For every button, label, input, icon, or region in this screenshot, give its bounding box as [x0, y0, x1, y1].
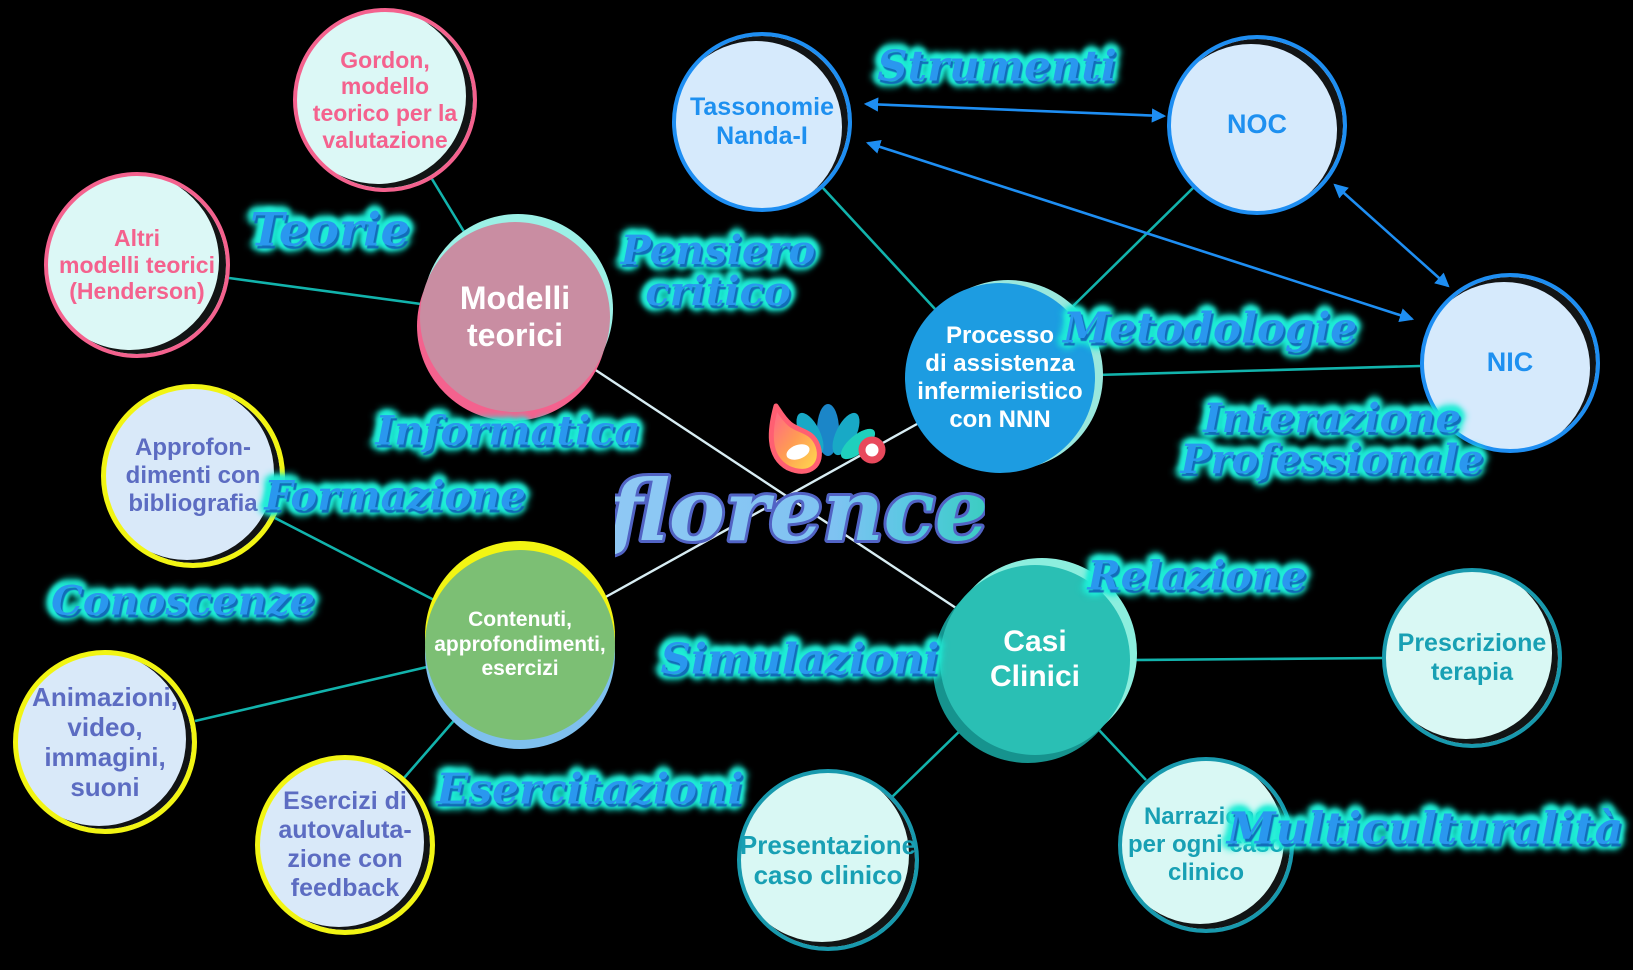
florence-logo: florence	[615, 398, 985, 563]
node-tassonomie-nanda: Tassonomie Nanda-I	[672, 32, 852, 212]
logo-text: florence	[615, 461, 985, 560]
edge-noc-nic	[1333, 183, 1450, 288]
node-esercizi-autovalutazione: Esercizi di autovaluta- zione con feedba…	[255, 755, 435, 935]
edge-altri-modelli-modelli-teorici	[228, 276, 422, 306]
node-label-contenuti: Contenuti, approfondimenti, esercizi	[434, 608, 606, 681]
node-label-prescrizione-terapia: Prescrizione terapia	[1397, 629, 1547, 686]
node-label-nic: NIC	[1486, 347, 1534, 378]
node-label-tassonomie-nanda: Tassonomie Nanda-I	[689, 93, 835, 150]
label-pensiero-critico: Pensiero critico	[620, 227, 816, 315]
node-animazioni: Animazioni, video, immagini, suoni	[13, 650, 197, 834]
edge-tassonomie-nanda-nic	[865, 139, 1415, 323]
node-altri-modelli: Altri modelli teorici (Henderson)	[44, 172, 230, 358]
edge-processo-nnn-nic	[1094, 364, 1421, 377]
node-presentazione-caso: Presentazione caso clinico	[737, 769, 919, 951]
node-label-esercizi-autovalutazione: Esercizi di autovaluta- zione con feedba…	[278, 787, 412, 902]
edge-modelli-teorici-casi-clinici	[593, 367, 957, 610]
node-label-approfondimenti: Approfon- dimenti con bibliografia	[125, 434, 261, 517]
label-metodologie: Metodologie	[1062, 303, 1358, 353]
node-modelli-teorici: Modelli teorici	[420, 222, 610, 412]
node-label-narrazione-caso: Narrazione per ogni caso clinico	[1127, 803, 1285, 886]
edge-esercizi-autovalutazione-contenuti	[403, 715, 459, 779]
node-label-casi-clinici: Casi Clinici	[989, 625, 1080, 693]
edge-animazioni-contenuti	[194, 665, 428, 723]
node-label-presentazione-caso: Presentazione caso clinico	[739, 829, 917, 890]
node-narrazione-caso: Narrazione per ogni caso clinico	[1118, 757, 1294, 933]
node-approfondimenti: Approfon- dimenti con bibliografia	[101, 384, 285, 568]
node-nic: NIC	[1420, 273, 1600, 453]
node-contenuti: Contenuti, approfondimenti, esercizi	[425, 550, 615, 740]
node-label-gordon: Gordon, modello teorico per la valutazio…	[312, 46, 458, 153]
label-simulazioni: Simulazioni	[660, 634, 940, 684]
node-casi-clinici: Casi Clinici	[940, 565, 1130, 755]
logo-wordmark: florence	[615, 458, 985, 563]
node-label-altri-modelli: Altri modelli teorici (Henderson)	[59, 224, 215, 305]
edge-approfondimenti-contenuti	[274, 516, 437, 603]
label-strumenti: Strumenti	[877, 41, 1117, 91]
node-prescrizione-terapia: Prescrizione terapia	[1382, 568, 1562, 748]
node-label-processo-nnn: Processo di assistenza infermieristico c…	[917, 322, 1083, 433]
edge-casi-clinici-narrazione-caso	[1098, 729, 1147, 781]
lotus-icon	[768, 403, 886, 474]
label-esercitazioni: Esercitazioni	[436, 764, 744, 814]
node-noc: NOC	[1167, 35, 1347, 215]
node-label-noc: NOC	[1227, 109, 1287, 140]
label-formazione: Formazione	[264, 472, 526, 520]
label-relazione: Relazione	[1087, 552, 1307, 600]
label-interazione-professionale: Interazione Professionale	[1180, 395, 1484, 483]
label-teorie: Teorie	[250, 202, 410, 257]
edge-casi-clinici-presentazione-caso	[891, 724, 967, 798]
label-conoscenze: Conoscenze	[51, 577, 315, 625]
label-informatica: Informatica	[375, 407, 641, 455]
node-label-modelli-teorici: Modelli teorici	[459, 279, 571, 353]
node-label-animazioni: Animazioni, video, immagini, suoni	[32, 681, 178, 803]
label-multiculturalita: Multiculturalità	[1226, 803, 1624, 855]
edge-casi-clinici-prescrizione-terapia	[1129, 656, 1383, 662]
node-gordon: Gordon, modello teorico per la valutazio…	[293, 8, 477, 192]
edge-tassonomie-nanda-noc	[863, 97, 1167, 123]
edge-gordon-modelli-teorici	[430, 178, 468, 236]
